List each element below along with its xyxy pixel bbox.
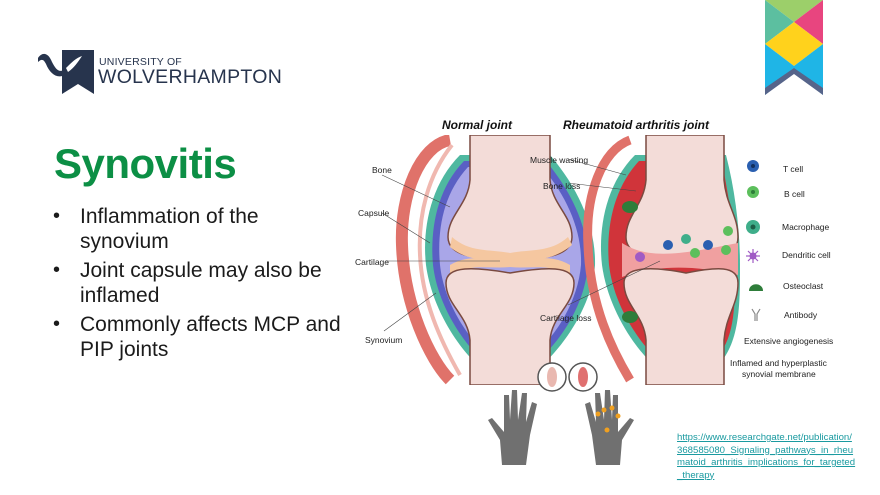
label-bone: Bone bbox=[372, 165, 392, 175]
joint-illustration bbox=[381, 135, 740, 385]
legend-b-cell: B cell bbox=[784, 189, 805, 199]
logo-line-2: WOLVERHAMPTON bbox=[98, 66, 283, 88]
label-cartilage-loss: Cartilage loss bbox=[540, 313, 592, 323]
dendritic-cell-icon bbox=[746, 249, 760, 263]
bullet-item: Inflammation of the synovium bbox=[50, 204, 350, 254]
label-cartilage: Cartilage bbox=[355, 257, 390, 267]
slide-title: Synovitis bbox=[54, 140, 237, 187]
bullet-list: Inflammation of the synovium Joint capsu… bbox=[50, 204, 350, 366]
legend-osteoclast: Osteoclast bbox=[783, 281, 824, 291]
bullet-item: Joint capsule may also be inflamed bbox=[50, 258, 350, 308]
corner-ribbon-badge-icon bbox=[765, 0, 823, 95]
b-cell-icon bbox=[747, 186, 759, 198]
macrophage-icon bbox=[746, 220, 760, 234]
normal-joint-heading: Normal joint bbox=[442, 118, 513, 132]
ra-joint-heading: Rheumatoid arthritis joint bbox=[563, 118, 710, 132]
label-synovium: Synovium bbox=[365, 335, 403, 345]
normal-joint-icon bbox=[395, 135, 596, 385]
t-cell-icon bbox=[747, 160, 759, 172]
label-membrane-1: Inflamed and hyperplastic bbox=[730, 358, 827, 368]
bullet-item: Commonly affects MCP and PIP joints bbox=[50, 312, 350, 362]
logo-emblem-icon bbox=[38, 50, 94, 94]
hands-xray-icon bbox=[488, 362, 634, 465]
legend-dendritic-cell: Dendritic cell bbox=[782, 250, 831, 260]
label-capsule: Capsule bbox=[358, 208, 390, 218]
osteoclast-icon bbox=[749, 284, 763, 291]
logo-line-1: UNIVERSITY OF bbox=[99, 56, 182, 68]
ra-joint-icon bbox=[583, 135, 740, 385]
reference-link[interactable]: https://www.researchgate.net/publication… bbox=[677, 432, 856, 481]
antibody-icon bbox=[751, 308, 761, 321]
label-membrane-2: synovial membrane bbox=[742, 369, 816, 379]
label-muscle-wasting: Muscle wasting bbox=[530, 155, 589, 165]
legend-macrophage: Macrophage bbox=[782, 222, 830, 232]
label-bone-loss: Bone loss bbox=[543, 181, 581, 191]
legend-t-cell: T cell bbox=[783, 164, 804, 174]
legend-antibody: Antibody bbox=[784, 310, 818, 320]
label-angiogenesis: Extensive angiogenesis bbox=[744, 336, 834, 346]
